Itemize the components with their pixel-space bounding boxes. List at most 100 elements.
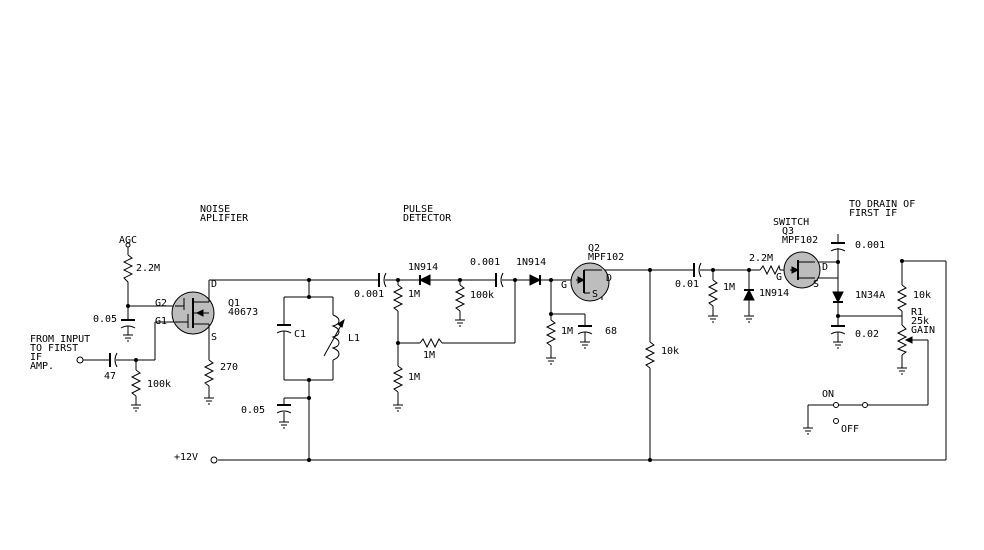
c-sw-value: 0.01 xyxy=(675,279,699,290)
resistor-out xyxy=(896,284,908,312)
from-input-4: AMP. xyxy=(30,361,54,372)
switch-off-label: OFF xyxy=(841,424,859,435)
resistor-agc xyxy=(122,254,134,283)
resistor-source xyxy=(203,359,215,387)
resistor-det1 xyxy=(392,284,404,312)
resistor-10k-load xyxy=(644,341,656,369)
to-drain-label: TO DRAIN OF xyxy=(849,199,915,210)
switch-pivot xyxy=(833,402,839,408)
r-fb-value: 1M xyxy=(423,350,435,361)
r-agc-value: 2.2M xyxy=(136,263,160,274)
grounds xyxy=(123,315,907,435)
q2-part: MPF102 xyxy=(588,252,624,263)
l1-label: L1 xyxy=(348,333,360,344)
q2-label: Q2 xyxy=(588,243,600,254)
gain-label: GAIN xyxy=(911,325,935,336)
inductor-l1 xyxy=(323,314,345,361)
r-det1-value: 1M xyxy=(408,289,420,300)
r-source-value: 270 xyxy=(220,362,238,373)
switch-title: SWITCH xyxy=(773,217,809,228)
switch-contact-off xyxy=(833,418,839,424)
c-in-value: 47 xyxy=(104,371,116,382)
q1-label: Q1 xyxy=(228,298,240,309)
resistor-g1 xyxy=(130,369,142,397)
to-drain-label-2: FIRST IF xyxy=(849,208,897,219)
q3-part: MPF102 xyxy=(782,235,818,246)
g1-pin: G1 xyxy=(155,316,167,327)
diodes xyxy=(418,274,844,304)
cap-det xyxy=(378,272,387,288)
resistor-sw2 xyxy=(759,264,781,276)
terminals xyxy=(76,242,868,464)
c-bypass-value: 0.05 xyxy=(241,405,265,416)
pot-wiper xyxy=(904,336,928,344)
q2-source-pin: S xyxy=(592,289,598,300)
switch-contact-on xyxy=(862,402,868,408)
junction-dots xyxy=(126,259,904,462)
r1-label: R1 xyxy=(911,307,923,318)
q1-source-pin: S xyxy=(211,332,217,343)
r-det2-value: 100k xyxy=(470,290,494,301)
diode-1n914-b xyxy=(529,274,542,286)
diode-1n914-a xyxy=(418,274,431,286)
cap-bypass xyxy=(276,404,292,414)
c-g2-value: 0.05 xyxy=(93,314,117,325)
supply-label: +12V xyxy=(174,452,198,463)
cap-out xyxy=(830,242,846,252)
agc-terminal xyxy=(125,242,131,248)
r-out-value: 10k xyxy=(913,290,931,301)
cap-input xyxy=(109,352,118,368)
r1-value: 25k xyxy=(911,316,929,327)
cap-c1 xyxy=(276,324,292,334)
cap-filter xyxy=(830,325,846,335)
q2-drain-pin: D xyxy=(606,273,612,284)
r-sw2-value: 2.2M xyxy=(749,253,773,264)
q1-part: 40673 xyxy=(228,307,258,318)
c-couple-value: 0.001 xyxy=(470,257,500,268)
supply-terminal xyxy=(210,456,218,464)
resistors xyxy=(122,254,908,397)
text-labels: NOISE APLIFIER PULSE DETECTOR TO DRAIN O… xyxy=(30,199,935,463)
q3-drain-pin: D xyxy=(822,262,828,273)
from-input-1: FROM INPUT xyxy=(30,334,90,345)
c1-label: C1 xyxy=(294,329,306,340)
r-sw1-value: 1M xyxy=(723,282,735,293)
c-out-value: 0.001 xyxy=(855,240,885,251)
transistor-q2 xyxy=(570,262,610,302)
noise-amp-title-2: APLIFIER xyxy=(200,213,249,224)
input-terminal xyxy=(76,356,84,364)
cap-q2 xyxy=(577,325,593,335)
r-q2g-value: 1M xyxy=(561,326,573,337)
diode4-label: 1N34A xyxy=(855,290,885,301)
diode3-label: 1N914 xyxy=(759,288,789,299)
diode2-label: 1N914 xyxy=(516,257,546,268)
cap-couple xyxy=(495,272,504,288)
resistor-q2-gate xyxy=(545,319,557,347)
pulse-det-title-2: DETECTOR xyxy=(403,213,452,224)
pulse-det-title: PULSE xyxy=(403,204,433,215)
c-det-value: 0.001 xyxy=(354,289,384,300)
transistor-q1 xyxy=(171,291,215,335)
noise-amp-title: NOISE xyxy=(200,204,230,215)
q3-gate-pin: G xyxy=(776,272,782,283)
c-filter-value: 0.02 xyxy=(855,329,879,340)
r-det3-value: 1M xyxy=(408,372,420,383)
from-input-3: IF xyxy=(30,352,42,363)
q1-drain-pin: D xyxy=(211,279,217,290)
diode1-label: 1N914 xyxy=(408,262,438,273)
q2-gate-pin: G xyxy=(561,280,567,291)
r-10k-load-value: 10k xyxy=(661,346,679,357)
transistor-q3 xyxy=(783,251,821,289)
agc-label: AGC xyxy=(119,235,137,246)
resistor-det3 xyxy=(392,365,404,393)
from-input-2: TO FIRST xyxy=(30,343,78,354)
q3-label: Q3 xyxy=(782,226,794,237)
q3-source-pin: S xyxy=(813,279,819,290)
resistor-sw1 xyxy=(707,279,719,307)
r-g1-value: 100k xyxy=(147,379,171,390)
pot-r1 xyxy=(896,324,908,356)
capacitors xyxy=(109,242,846,414)
resistor-det2 xyxy=(454,284,466,312)
g2-pin: G2 xyxy=(155,298,167,309)
